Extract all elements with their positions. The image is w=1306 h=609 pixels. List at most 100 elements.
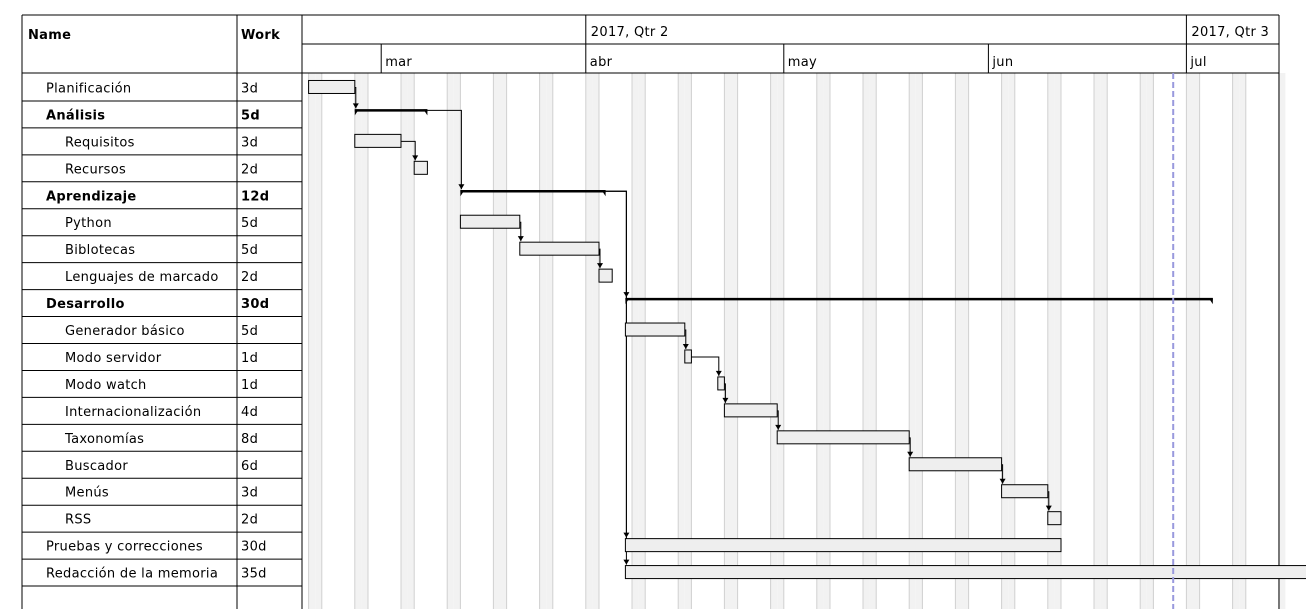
task-row[interactable]: RSS 2d [65, 513, 258, 528]
task-work: 3d [241, 81, 258, 96]
table-frame [21, 14, 1280, 609]
weekend-stripe [638, 73, 646, 609]
weekend-stripe [909, 73, 916, 609]
weekend-stripe [1140, 73, 1147, 609]
dependency-link [691, 356, 720, 376]
summary-end-cap [601, 190, 606, 197]
quarter-label: 2017, Qtr 3 [1191, 25, 1269, 40]
task-work: 2d [241, 513, 258, 528]
task-work: 2d [241, 270, 258, 285]
dependency-arrow [722, 397, 729, 403]
task-bar[interactable] [459, 214, 521, 229]
task-work: 35d [241, 567, 267, 582]
weekend-stripe [1239, 73, 1246, 609]
weekend-stripe [453, 73, 461, 609]
task-name: Pruebas y correcciones [46, 540, 203, 555]
task-bar[interactable] [717, 376, 725, 391]
task-name: Análisis [46, 108, 105, 123]
dependency-links [352, 86, 1052, 565]
weekend-stripe [407, 73, 415, 609]
weekend-stripe [678, 73, 685, 609]
task-row[interactable]: Análisis 5d [46, 108, 260, 123]
weekend-stripe [1232, 73, 1240, 609]
task-bar[interactable] [1047, 511, 1062, 526]
task-bar[interactable] [908, 457, 1003, 472]
task-bar[interactable] [776, 430, 910, 445]
work-column-header[interactable]: Work [241, 28, 280, 43]
task-work: 5d [241, 216, 258, 231]
dependency-arrow [458, 184, 465, 190]
dependency-arrow [907, 451, 914, 457]
month-label: abr [590, 55, 613, 70]
weekend-stripe [1278, 73, 1286, 609]
weekend-stripe [962, 73, 969, 609]
task-name: Lenguajes de marcado [65, 270, 219, 285]
summary-end-cap [423, 109, 428, 116]
task-name: Menús [65, 486, 109, 501]
weekend-stripe [777, 73, 784, 609]
task-row[interactable]: Lenguajes de marcado 2d [65, 270, 258, 285]
task-name: Aprendizaje [46, 189, 137, 204]
dependency-link [427, 109, 462, 190]
task-bar[interactable] [624, 322, 686, 337]
weekend-stripe [401, 73, 408, 609]
weekend-stripe [546, 73, 553, 609]
weekend-stripe [1186, 73, 1193, 609]
task-bar[interactable] [723, 403, 778, 418]
weekend-stripe [863, 73, 870, 609]
task-work: 1d [241, 351, 258, 366]
task-name: Modo watch [65, 378, 147, 393]
task-bar[interactable] [624, 538, 1062, 553]
weekend-stripe [493, 73, 500, 609]
task-work: 2d [241, 162, 258, 177]
task-bar[interactable] [598, 268, 613, 283]
dependency-arrow [352, 103, 359, 109]
dependency-arrow [715, 370, 722, 376]
task-bar[interactable] [624, 565, 1306, 580]
name-column-header[interactable]: Name [28, 28, 71, 43]
dependency-link [401, 140, 416, 161]
task-row[interactable]: Redacción de la memoria 35d [46, 567, 267, 582]
task-name: RSS [65, 513, 91, 528]
month-label: mar [385, 55, 412, 70]
weekend-stripe [1054, 73, 1061, 609]
task-bar[interactable] [413, 160, 428, 175]
task-bar[interactable] [308, 79, 356, 94]
task-name: Modo servidor [65, 351, 162, 366]
weekend-stripe [539, 73, 547, 609]
weekend-stripe [308, 73, 316, 609]
weekend-stripe [354, 73, 362, 609]
task-name: Redacción de la memoria [46, 567, 218, 582]
task-bar[interactable] [1001, 484, 1049, 499]
dependency-arrow [682, 343, 689, 349]
summary-start-cap [460, 190, 465, 197]
task-name: Buscador [65, 459, 128, 474]
task-work: 8d [241, 432, 258, 447]
dependency-link [605, 190, 627, 565]
task-work: 5d [241, 108, 260, 123]
task-bar[interactable] [354, 133, 402, 148]
task-row[interactable]: Modo servidor 1d [65, 351, 258, 366]
task-bar[interactable] [519, 241, 600, 256]
dependency-link [605, 190, 627, 538]
task-bar[interactable] [684, 349, 692, 364]
dependency-arrow [999, 478, 1006, 484]
task-work: 3d [241, 135, 258, 150]
